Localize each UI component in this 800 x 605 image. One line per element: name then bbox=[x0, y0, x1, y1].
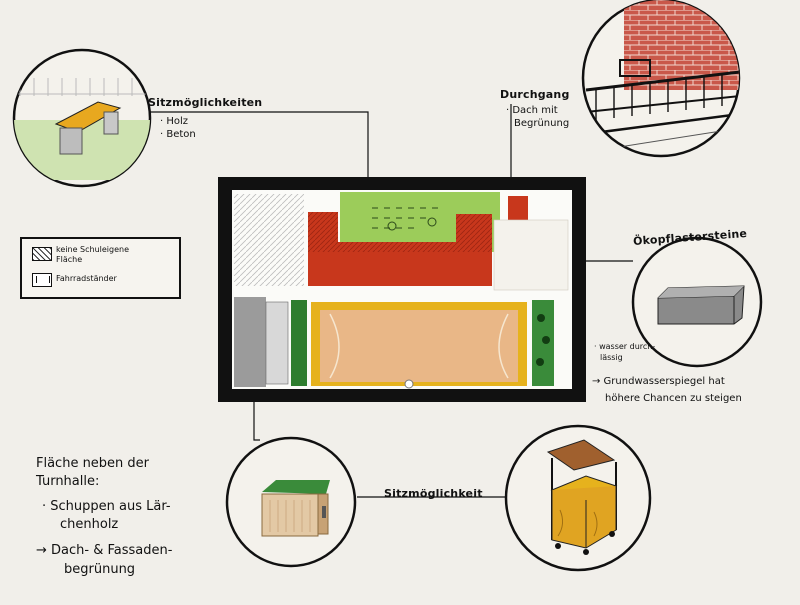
gym-green-line2: begrünung bbox=[64, 562, 136, 577]
passage-detail-circle bbox=[581, 0, 741, 158]
seating-single-label: Sitzmöglichkeit bbox=[384, 487, 483, 500]
bench-detail-circle bbox=[12, 48, 152, 188]
gym-title-line2: Turnhalle: bbox=[36, 474, 100, 489]
hedge-left bbox=[291, 300, 307, 386]
gym-green-line1: → Dach- & Fassaden- bbox=[36, 543, 173, 558]
passage-label: Durchgang bbox=[500, 88, 570, 101]
eco-paving-area bbox=[493, 219, 569, 291]
hedge-right bbox=[532, 300, 554, 386]
shed-detail-circle bbox=[225, 436, 357, 568]
gym-shed-line2: chenholz bbox=[60, 517, 119, 532]
legend-item1-line1: keine Schuleigene bbox=[56, 245, 130, 254]
legend-item2: Fahrradständer bbox=[56, 274, 117, 283]
grey-shed bbox=[234, 297, 266, 387]
passage-roof-line1: · Dach mit bbox=[506, 105, 558, 116]
legend-swatch-hatch bbox=[32, 247, 52, 261]
water-line1: · wasser durch- bbox=[594, 342, 656, 351]
seating-concrete-label: · Beton bbox=[160, 129, 196, 140]
groundwater-line2: höhere Chancen zu steigen bbox=[605, 393, 742, 404]
groundwater-line1: → Grundwasserspiegel hat bbox=[592, 376, 725, 387]
mobile-seat-circle bbox=[504, 424, 652, 572]
legend-item1-line2: Fläche bbox=[56, 255, 83, 264]
sports-field bbox=[320, 310, 518, 382]
gym-title-line1: Fläche neben der bbox=[36, 456, 150, 471]
gym-shed-line1: · Schuppen aus Lär- bbox=[42, 499, 171, 514]
paving-stone-circle bbox=[631, 236, 763, 368]
legend: keine Schuleigene Fläche Fahrradständer bbox=[20, 237, 181, 299]
passage-roof bbox=[508, 196, 528, 222]
non-school-area bbox=[234, 194, 304, 286]
legend-swatch-bike bbox=[32, 273, 52, 287]
seating-wood-label: · Holz bbox=[160, 116, 189, 127]
site-plan bbox=[218, 177, 586, 402]
passage-roof-line2: Begrünung bbox=[514, 118, 570, 129]
seating-options-label: Sitzmöglichkeiten bbox=[148, 96, 263, 109]
water-line2: lässig bbox=[600, 353, 623, 362]
